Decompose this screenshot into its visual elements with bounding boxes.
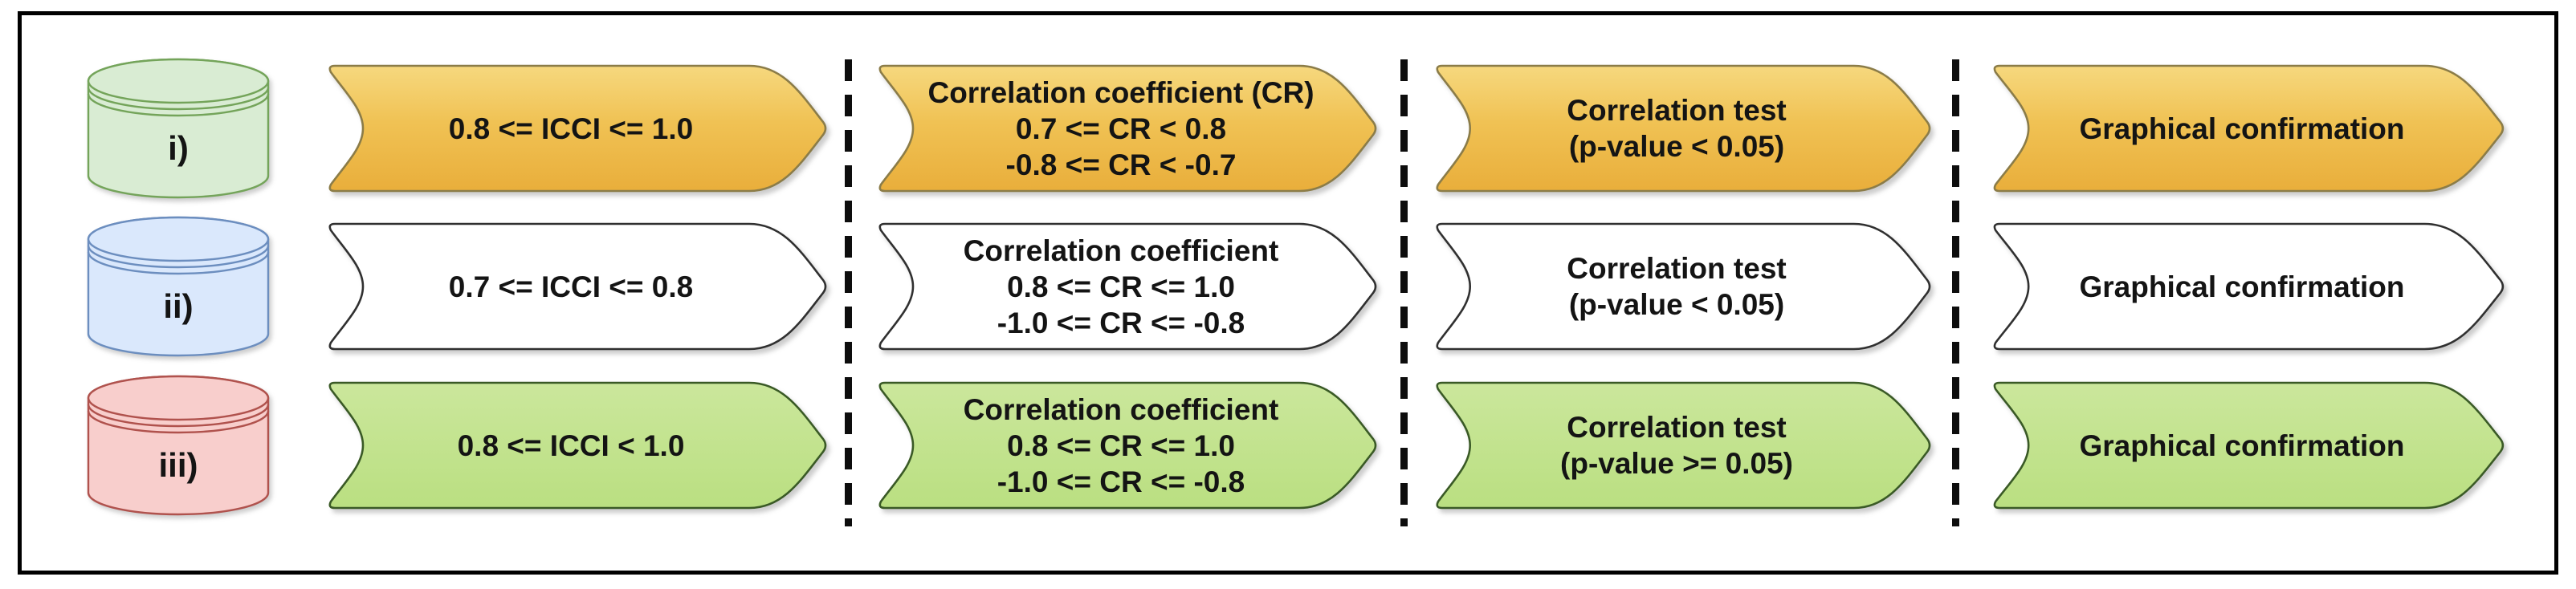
step-text-line: 0.8 <= CR <= 1.0 (1007, 270, 1235, 303)
step-text-line: Correlation test (1567, 94, 1787, 127)
flow-step-graphical-confirmation: Graphical confirmation (1990, 381, 2507, 510)
flow-step-correlation-coefficient: Correlation coefficient 0.8 <= CR <= 1.0… (875, 381, 1380, 510)
figure-border (18, 11, 2558, 575)
step-text-line: Correlation coefficient (963, 234, 1279, 267)
database-label: iii) (158, 446, 198, 484)
flow-step-graphical-confirmation: Graphical confirmation (1990, 64, 2507, 193)
step-text: Graphical confirmation (2048, 64, 2436, 193)
dashed-separator (1400, 59, 1408, 526)
chevron-arrow-icon (1433, 222, 1934, 351)
step-text-line: 0.8 <= CR <= 1.0 (1007, 429, 1235, 462)
step-text: 0.8 <= ICCI <= 1.0 (383, 64, 759, 193)
step-text-line: (p-value >= 0.05) (1560, 447, 1793, 480)
step-text-line: Graphical confirmation (2079, 112, 2405, 145)
database-icon (87, 58, 270, 199)
flow-step-icci-range: 0.8 <= ICCI <= 1.0 (325, 64, 829, 193)
step-text-line: 0.8 <= ICCI < 1.0 (457, 429, 685, 462)
step-text: Correlation test (p-value >= 0.05) (1490, 381, 1863, 510)
database-cylinder-row-i: i) (84, 58, 272, 199)
step-text-line: 0.7 <= CR < 0.8 (1015, 112, 1227, 145)
chevron-arrow-icon (1990, 381, 2507, 510)
step-text: Correlation coefficient (CR) 0.7 <= CR <… (927, 64, 1314, 193)
flow-step-correlation-coefficient: Correlation coefficient (CR) 0.7 <= CR <… (875, 64, 1380, 193)
step-text-line: (p-value < 0.05) (1568, 288, 1785, 321)
step-text-line: (p-value < 0.05) (1568, 130, 1785, 163)
chevron-arrow-icon (325, 381, 829, 510)
step-text: Graphical confirmation (2048, 222, 2436, 351)
step-text-line: Correlation coefficient (963, 392, 1279, 426)
step-text: Correlation test (p-value < 0.05) (1490, 222, 1863, 351)
step-text-line: 0.7 <= ICCI <= 0.8 (448, 270, 694, 303)
database-icon (87, 375, 270, 516)
step-text: 0.7 <= ICCI <= 0.8 (383, 222, 759, 351)
dashed-separator (845, 59, 852, 526)
step-text-line: -1.0 <= CR <= -0.8 (997, 306, 1245, 339)
step-text: Correlation coefficient 0.8 <= CR <= 1.0… (933, 222, 1309, 351)
step-text-line: Correlation test (1567, 411, 1787, 444)
database-cylinder-row-ii: ii) (84, 216, 272, 357)
database-cylinder-row-iii: iii) (84, 375, 272, 516)
database-icon (87, 216, 270, 357)
step-text: Graphical confirmation (2048, 381, 2436, 510)
flow-step-correlation-test: Correlation test (p-value < 0.05) (1433, 64, 1934, 193)
chevron-arrow-icon (875, 64, 1380, 193)
step-text: Correlation test (p-value < 0.05) (1490, 64, 1863, 193)
step-text-line: Correlation test (1567, 252, 1787, 285)
step-text: Correlation coefficient 0.8 <= CR <= 1.0… (933, 381, 1309, 510)
flow-step-correlation-test: Correlation test (p-value < 0.05) (1433, 222, 1934, 351)
step-text-line: 0.8 <= ICCI <= 1.0 (448, 112, 694, 145)
chevron-arrow-icon (875, 381, 1380, 510)
chevron-arrow-icon (875, 222, 1380, 351)
database-label: ii) (163, 287, 194, 325)
step-text-line: Graphical confirmation (2079, 270, 2405, 303)
flow-step-graphical-confirmation: Graphical confirmation (1990, 222, 2507, 351)
chevron-arrow-icon (325, 222, 829, 351)
step-text-line: -0.8 <= CR < -0.7 (1005, 148, 1237, 181)
step-text-line: -1.0 <= CR <= -0.8 (997, 465, 1245, 498)
step-text: 0.8 <= ICCI < 1.0 (383, 381, 759, 510)
database-label: i) (168, 129, 189, 167)
dashed-separator (1952, 59, 1959, 526)
chevron-arrow-icon (325, 64, 829, 193)
chevron-arrow-icon (1990, 64, 2507, 193)
flow-step-correlation-test: Correlation test (p-value >= 0.05) (1433, 381, 1934, 510)
step-text-line: Correlation coefficient (CR) (927, 75, 1314, 109)
flow-step-icci-range: 0.7 <= ICCI <= 0.8 (325, 222, 829, 351)
flow-step-icci-range: 0.8 <= ICCI < 1.0 (325, 381, 829, 510)
chevron-arrow-icon (1990, 222, 2507, 351)
flow-step-correlation-coefficient: Correlation coefficient 0.8 <= CR <= 1.0… (875, 222, 1380, 351)
chevron-arrow-icon (1433, 381, 1934, 510)
chevron-arrow-icon (1433, 64, 1934, 193)
step-text-line: Graphical confirmation (2079, 429, 2405, 462)
